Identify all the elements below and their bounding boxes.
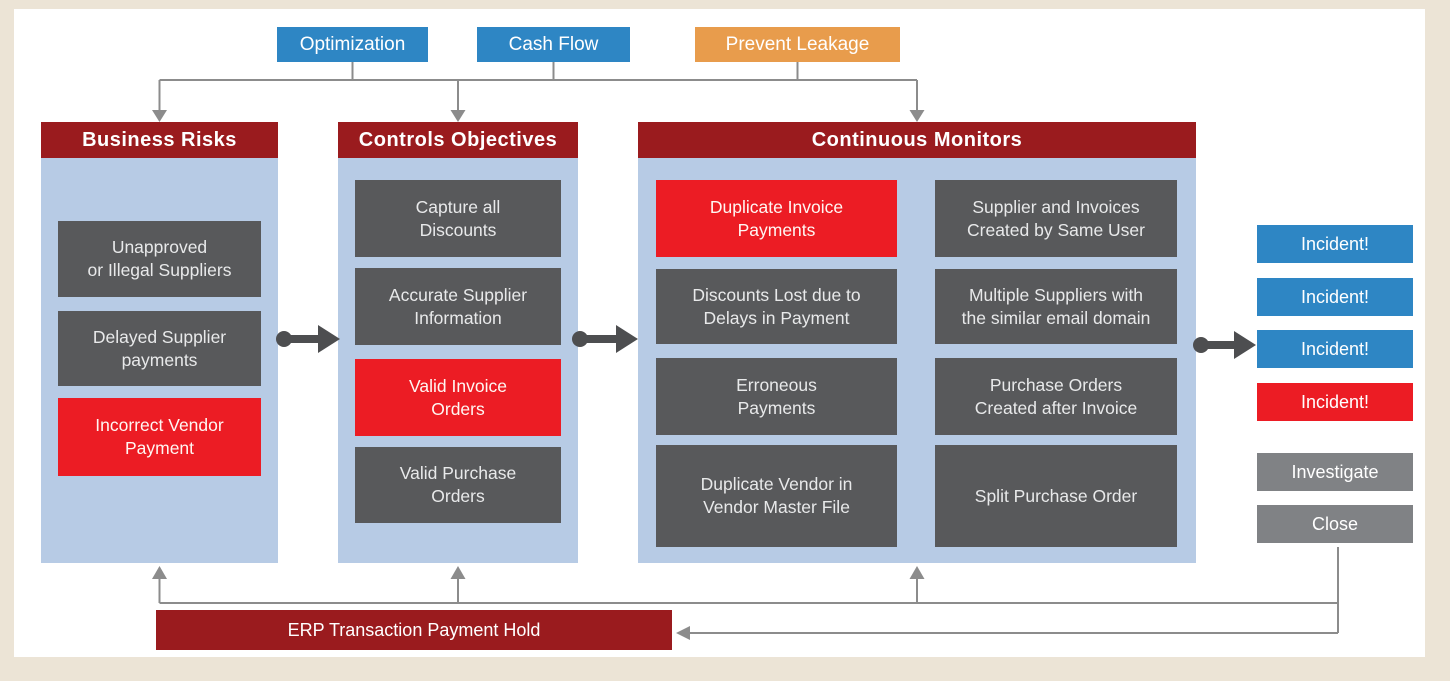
node-accurate-supplier-information: Accurate Supplier Information xyxy=(355,268,561,345)
node-capture-all-discounts: Capture all Discounts xyxy=(355,180,561,257)
node-erroneous-payments: Erroneous Payments xyxy=(656,358,897,435)
chip-cash-flow[interactable]: Cash Flow xyxy=(477,27,630,62)
node-incorrect-vendor-payment: Incorrect Vendor Payment xyxy=(58,398,261,476)
close-button[interactable]: Close xyxy=(1257,505,1413,543)
node-split-purchase-order: Split Purchase Order xyxy=(935,445,1177,547)
incident-button-1[interactable]: Incident! xyxy=(1257,225,1413,263)
node-delayed-supplier-payments: Delayed Supplier payments xyxy=(58,311,261,386)
node-unapproved-or-illegal-suppliers: Unapproved or Illegal Suppliers xyxy=(58,221,261,297)
erp-hold-banner: ERP Transaction Payment Hold xyxy=(156,610,672,650)
chip-prevent-leakage[interactable]: Prevent Leakage xyxy=(695,27,900,62)
node-valid-invoice-orders: Valid Invoice Orders xyxy=(355,359,561,436)
column-header-continuous-monitors: Continuous Monitors xyxy=(638,122,1196,158)
node-purchase-orders-after-invoice: Purchase Orders Created after Invoice xyxy=(935,358,1177,435)
node-duplicate-invoice-payments: Duplicate Invoice Payments xyxy=(656,180,897,257)
column-header-business-risks: Business Risks xyxy=(41,122,278,158)
chip-optimization[interactable]: Optimization xyxy=(277,27,428,62)
incident-button-3[interactable]: Incident! xyxy=(1257,330,1413,368)
node-duplicate-vendor-master-file: Duplicate Vendor in Vendor Master File xyxy=(656,445,897,547)
node-discounts-lost-delays: Discounts Lost due to Delays in Payment xyxy=(656,269,897,344)
node-multiple-suppliers-email-domain: Multiple Suppliers with the similar emai… xyxy=(935,269,1177,344)
investigate-button[interactable]: Investigate xyxy=(1257,453,1413,491)
column-header-controls-objectives: Controls Objectives xyxy=(338,122,578,158)
incident-button-2[interactable]: Incident! xyxy=(1257,278,1413,316)
incident-button-4[interactable]: Incident! xyxy=(1257,383,1413,421)
node-valid-purchase-orders: Valid Purchase Orders xyxy=(355,447,561,523)
node-supplier-invoices-same-user: Supplier and Invoices Created by Same Us… xyxy=(935,180,1177,257)
